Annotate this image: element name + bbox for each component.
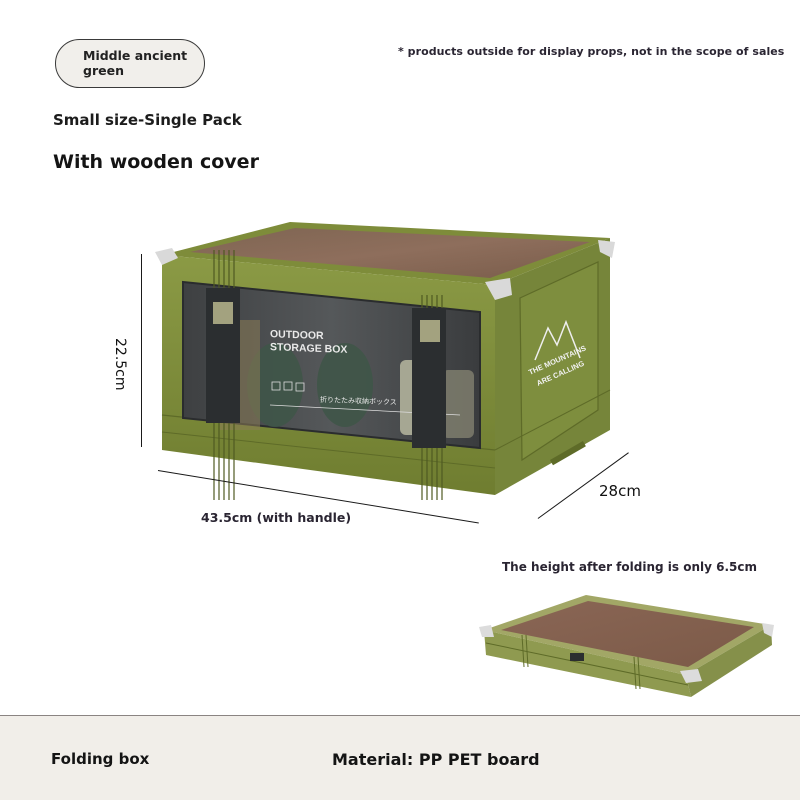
- size-option-label: Small size-Single Pack: [53, 111, 242, 129]
- front-text-storage-box: STORAGE BOX: [270, 341, 347, 356]
- footer-material-label: Material: PP PET board: [332, 750, 540, 769]
- disclaimer-text: * products outside for display props, no…: [398, 45, 785, 58]
- height-dimension-line: [141, 254, 143, 447]
- color-option-pill[interactable]: Middle ancient green: [55, 39, 205, 88]
- folded-height-caption: The height after folding is only 6.5cm: [502, 560, 757, 574]
- width-dimension-label: 43.5cm (with handle): [201, 510, 352, 525]
- folded-box-image: [479, 595, 774, 697]
- color-option-label: Middle ancient green: [83, 48, 188, 78]
- storage-box-image: OUTDOOR STORAGE BOX 折りたたみ収納ボックス THE MOUN…: [155, 222, 615, 500]
- footer-bar: Folding box Material: PP PET board: [0, 715, 800, 800]
- depth-dimension-label: 28cm: [599, 482, 641, 500]
- footer-folding-box-label: Folding box: [51, 750, 150, 768]
- front-text-outdoor: OUTDOOR: [270, 328, 324, 342]
- height-dimension-label: 22.5cm: [112, 338, 128, 391]
- front-text-japanese: 折りたたみ収納ボックス: [320, 395, 397, 407]
- cover-option-label: With wooden cover: [53, 151, 259, 173]
